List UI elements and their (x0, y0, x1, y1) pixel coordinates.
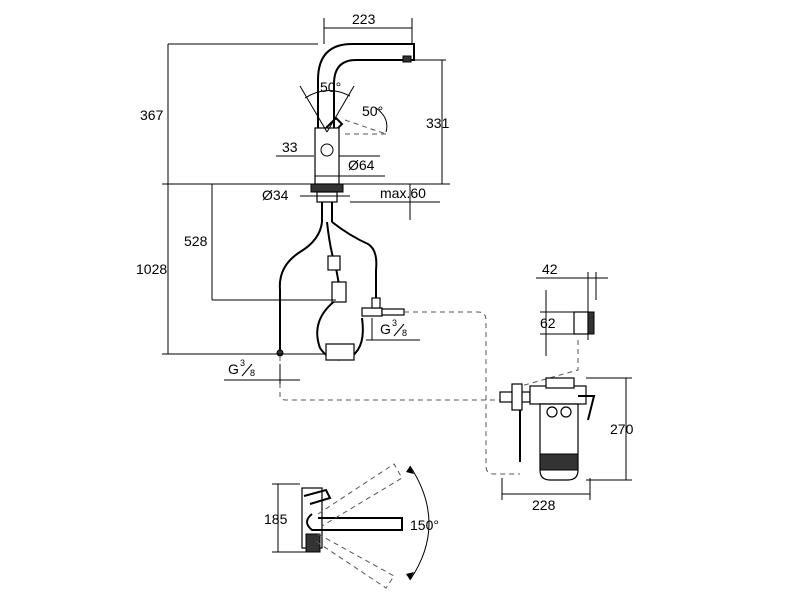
filter-head (529, 385, 587, 405)
label-spout-height: 331 (426, 115, 450, 131)
filter-bottom-band (539, 453, 579, 471)
dashed-connections (279, 311, 579, 475)
connection-left (279, 356, 500, 401)
filter-bracket (578, 395, 596, 421)
label-hole-diameter: Ø34 (262, 187, 289, 203)
handle-angle-arc (304, 90, 351, 99)
connector-fitting (361, 307, 383, 317)
top-view-spout-rotated-down (313, 533, 395, 589)
dimension-lines (162, 18, 632, 553)
bracket-to-filter (513, 340, 579, 389)
svg-text:8: 8 (250, 368, 255, 378)
connection-right (404, 311, 520, 475)
mounting-nut (316, 191, 338, 203)
hot-hose (331, 221, 378, 300)
label-filter-height: 270 (610, 421, 634, 437)
label-connector-right: G 3 8 (380, 318, 407, 338)
top-view-handle (303, 488, 332, 505)
label-deck-max: max.60 (380, 185, 426, 201)
top-view-base (305, 533, 321, 553)
spout-angle-arc (375, 107, 388, 133)
hoses (276, 221, 405, 361)
hose-connector-1 (327, 255, 341, 271)
label-handle-offset: 33 (282, 139, 298, 155)
svg-text:G: G (228, 361, 239, 377)
label-body-diameter: Ø64 (348, 157, 375, 173)
handle-ray-right (326, 85, 355, 133)
svg-text:3: 3 (392, 318, 397, 328)
bracket-body (573, 311, 589, 335)
label-bracket-width: 42 (542, 261, 558, 277)
label-top-view-height: 185 (264, 511, 288, 527)
top-view-spout (306, 513, 403, 531)
label-spout-angle: 50° (362, 103, 383, 119)
label-handle-angle: 50° (320, 79, 341, 95)
swivel-arc (409, 465, 430, 581)
handle-ray-left (299, 85, 328, 133)
label-bracket-height: 62 (540, 315, 556, 331)
dimension-labels: 223 367 331 50° 50° 33 Ø64 Ø34 max.60 52… (136, 11, 634, 533)
faucet-side-view (299, 43, 415, 222)
cold-hose (278, 221, 323, 352)
bracket-plate (587, 311, 595, 335)
body-circle (320, 143, 334, 157)
label-swivel-angle: 150° (410, 517, 439, 533)
label-connector-left: G 3 8 (228, 358, 255, 378)
faucet-spout (317, 43, 415, 130)
wall-bracket (573, 300, 595, 340)
svg-text:3: 3 (240, 358, 245, 368)
filter-unit (499, 377, 596, 481)
spray-head-outlet (402, 55, 412, 63)
top-view (301, 463, 430, 589)
label-spout-reach: 223 (352, 11, 376, 27)
label-total-length: 1028 (136, 261, 167, 277)
hot-hose-end (371, 297, 381, 309)
hose-counterweight (325, 343, 355, 361)
faucet-base (310, 183, 344, 193)
label-total-height: 367 (140, 107, 164, 123)
label-filter-width: 228 (532, 497, 556, 513)
svg-text:8: 8 (402, 328, 407, 338)
cold-hose-end (276, 349, 284, 357)
svg-text:G: G (380, 321, 391, 337)
hose-weight (331, 281, 347, 303)
top-view-spout-rotated-up (317, 463, 403, 527)
label-hose-length: 528 (184, 233, 208, 249)
